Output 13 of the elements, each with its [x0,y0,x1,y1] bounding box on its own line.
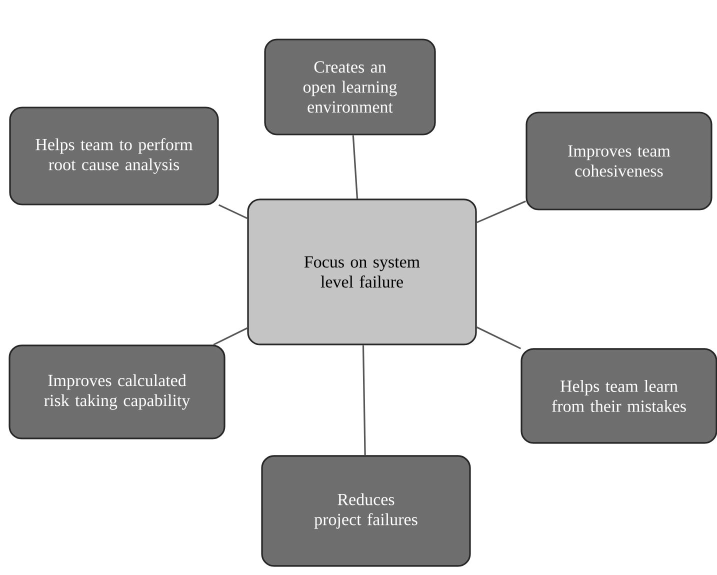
outcome-box: Creates an open learning environment [264,38,436,136]
hub-box: Focus on system level failure [247,198,477,346]
connector-line [476,326,522,350]
connector-line [352,135,358,199]
outcome-box: Improves calculated risk taking capability [8,344,226,440]
outcome-box: Helps team to perform root cause analysis [9,106,219,206]
outcome-box: Helps team learn from their mistakes [520,348,717,444]
connector-line [218,204,248,220]
connector-line [476,200,526,224]
connector-line [213,327,248,346]
connector-line [362,345,366,456]
outcome-box: Reduces project failures [261,455,471,567]
outcome-box: Improves team cohesiveness [526,112,712,210]
